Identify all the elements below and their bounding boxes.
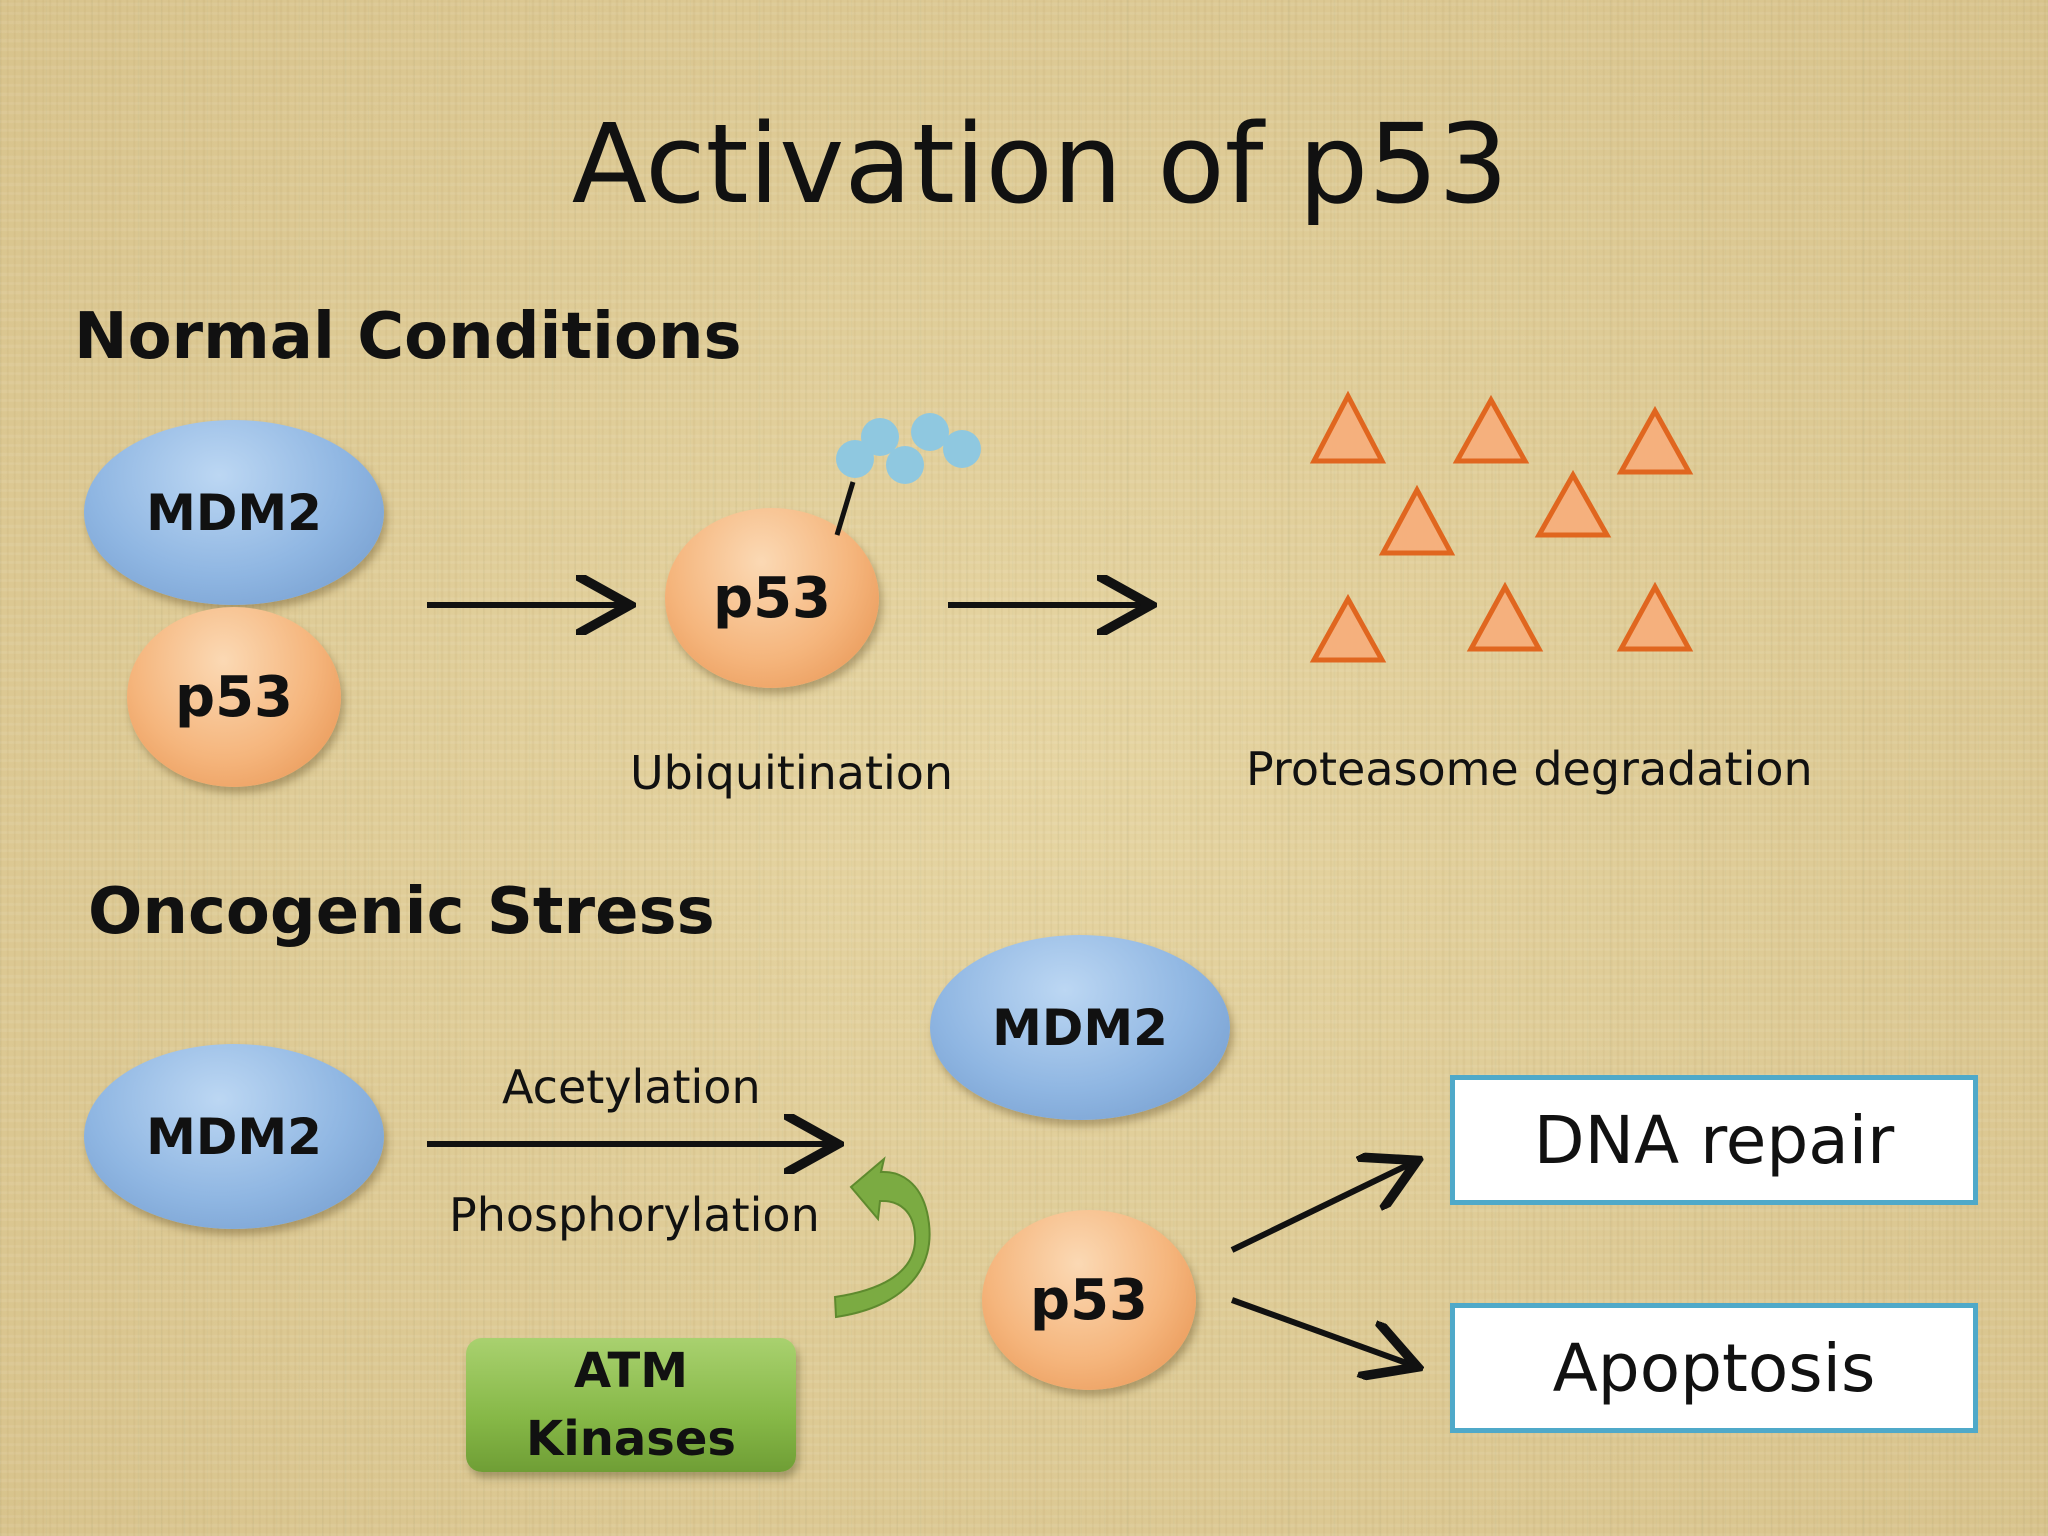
dna-repair-label: DNA repair [1533,1101,1895,1179]
p53-activated: p53 [982,1210,1196,1390]
mdm2-normal: MDM2 [84,420,384,605]
apoptosis-label: Apoptosis [1552,1329,1876,1407]
arrow-to-apoptosis [1230,1297,1412,1365]
fragment-triangle-icon [1309,390,1387,464]
mdm2-stress-right-label: MDM2 [992,998,1168,1057]
p53-bound: p53 [127,607,341,787]
fragment-triangle-icon [1466,581,1544,652]
acetylation-label: Acetylation [502,1060,761,1114]
p53-ubiquitinated: p53 [665,508,879,688]
mdm2-stress-left: MDM2 [84,1044,384,1229]
arrow-to-dna-repair [1230,1163,1412,1253]
fragment-triangle-icon [1616,405,1694,475]
fragment-triangle-icon [1309,593,1387,663]
dna-repair-box: DNA repair [1450,1075,1978,1205]
fragment-triangle-icon [1378,484,1456,556]
apoptosis-box: Apoptosis [1450,1303,1978,1433]
degraded-fragments [1309,390,1694,663]
p53-bound-label: p53 [174,664,293,730]
atm-label: ATM [574,1343,688,1399]
phosphorylation-label: Phosphorylation [449,1188,820,1242]
p53-activated-label: p53 [1029,1267,1148,1333]
fragment-triangle-icon [1534,469,1612,538]
mdm2-stress-left-label: MDM2 [146,1107,322,1166]
fragment-triangle-icon [1452,394,1530,464]
atm-kinases-box: ATM Kinases [466,1338,796,1472]
kinases-label: Kinases [526,1411,736,1467]
ubiquitin-chain-icon [836,413,981,484]
mdm2-normal-label: MDM2 [146,483,322,542]
mdm2-stress-right: MDM2 [930,935,1230,1120]
ubiquitination-label: Ubiquitination [630,746,954,800]
ubiquitin-linker [834,481,856,536]
oncogenic-stress-heading: Oncogenic Stress [88,875,715,949]
proteasome-degradation-label: Proteasome degradation [1246,742,1813,796]
fragment-triangle-icon [1616,581,1694,652]
page-title: Activation of p53 [571,100,1509,228]
normal-conditions-heading: Normal Conditions [74,300,742,374]
atm-curved-arrow-icon [833,1156,931,1319]
p53-ubiquitinated-label: p53 [712,565,831,631]
